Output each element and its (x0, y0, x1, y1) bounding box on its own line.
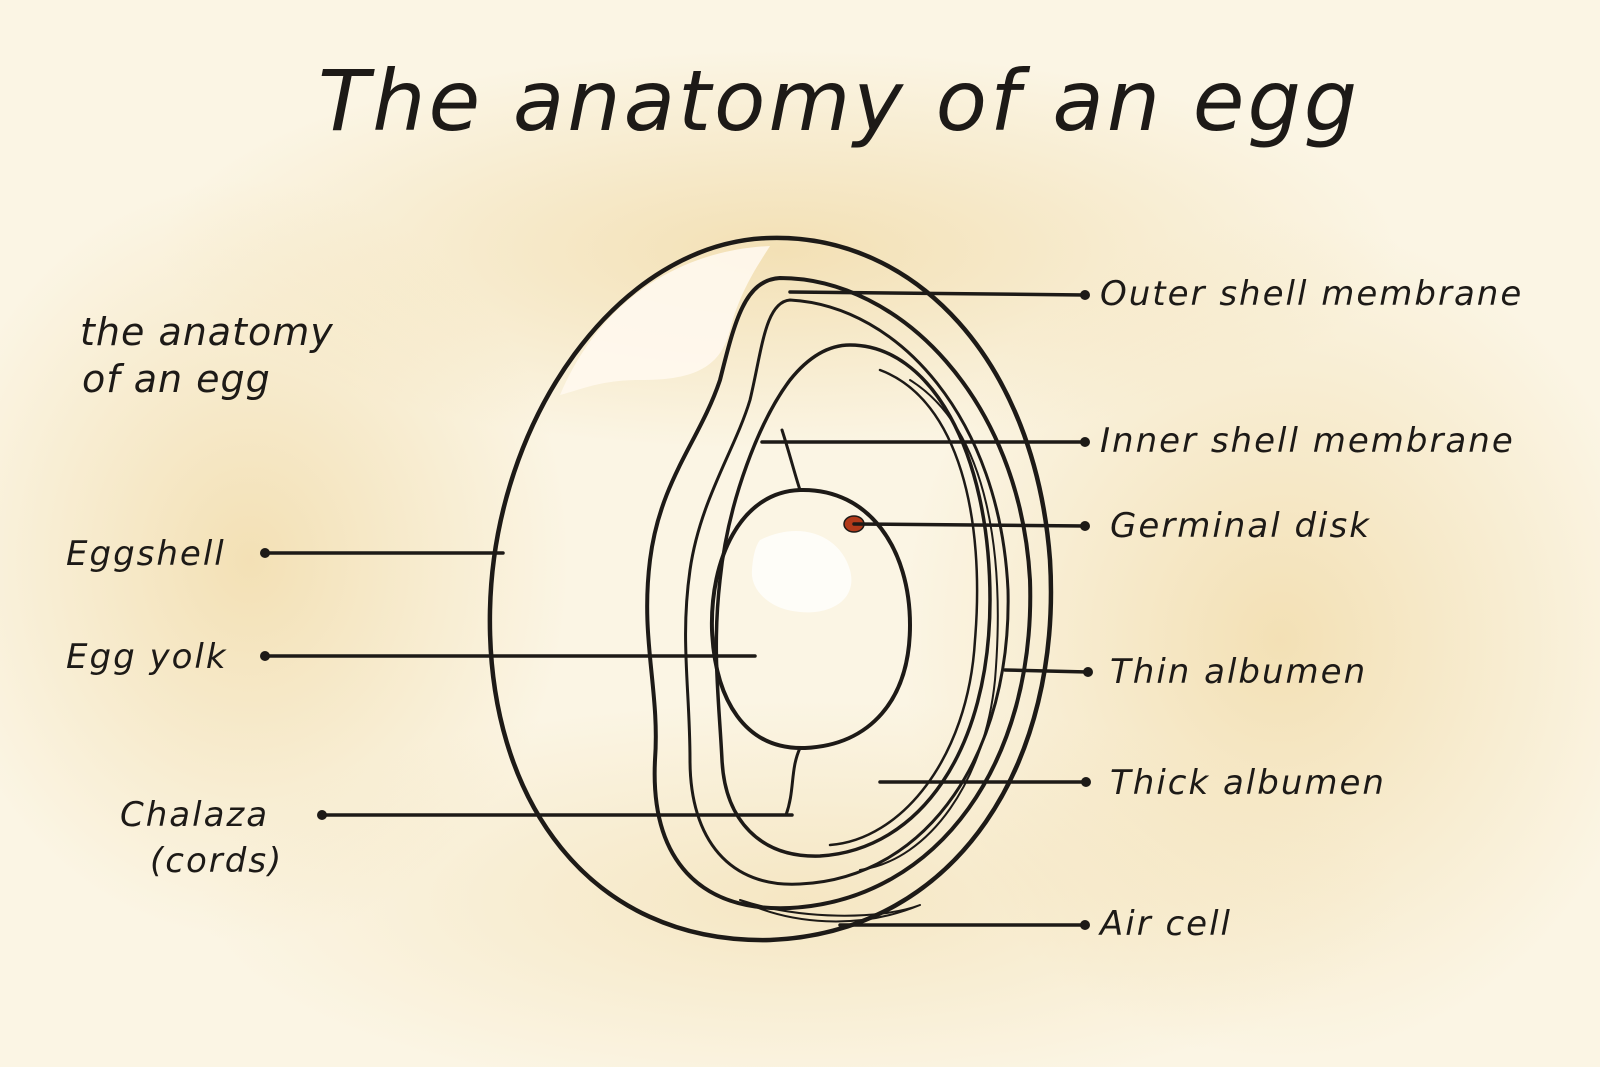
leader-outer-shell-membrane (788, 290, 1087, 297)
leader-dot-eggshell (260, 548, 270, 558)
label-eggshell: Eggshell (66, 534, 226, 574)
air-cell-shape (739, 899, 921, 923)
albumen-contour-1 (828, 368, 979, 847)
egg-illustration (487, 235, 1054, 943)
leader-dot-air-cell (1080, 920, 1090, 930)
chalaza-upper-cord (780, 428, 802, 492)
label-inner-shell-membrane: Inner shell membrane (1100, 421, 1515, 461)
inner-shell-membrane-shape (684, 298, 1010, 886)
leader-dot-chalaza (317, 810, 327, 820)
label-egg-yolk: Egg yolk (66, 637, 228, 677)
yolk-highlight (751, 531, 852, 613)
leader-dot-thick-albumen (1081, 777, 1091, 787)
subtitle-line-2: of an egg (82, 357, 271, 401)
label-air-cell: Air cell (1098, 904, 1232, 944)
thick-albumen-shape (714, 343, 992, 858)
label-germinal-disk: Germinal disk (1110, 506, 1371, 546)
leader-dot-thin-albumen (1083, 667, 1093, 677)
leader-germinal-disk (852, 522, 1087, 528)
label-thick-albumen: Thick albumen (1110, 763, 1386, 803)
egg-yolk-shape (709, 487, 912, 751)
leader-dot-inner-shell-membrane (1080, 437, 1090, 447)
leader-thin-albumen (1003, 668, 1090, 674)
leader-dot-germinal-disk (1080, 521, 1090, 531)
right-leader-lines (760, 290, 1093, 930)
eggshell-outline (487, 235, 1054, 943)
albumen-contour-2 (859, 379, 999, 871)
label-chalaza: Chalaza (120, 795, 269, 835)
leader-dot-egg-yolk (260, 651, 270, 661)
label-outer-shell-membrane: Outer shell membrane (1100, 274, 1523, 314)
left-leader-lines (260, 548, 794, 820)
chalaza-lower-cord (784, 746, 802, 817)
leader-dot-outer-shell-membrane (1080, 290, 1090, 300)
label-chalaza-note: (cords) (150, 841, 283, 881)
shell-highlight (560, 246, 770, 395)
subtitle-line-1: the anatomy (80, 310, 334, 354)
page-title: The anatomy of an egg (318, 52, 1360, 150)
label-thin-albumen: Thin albumen (1110, 652, 1367, 692)
outer-shell-membrane-shape (645, 276, 1033, 911)
